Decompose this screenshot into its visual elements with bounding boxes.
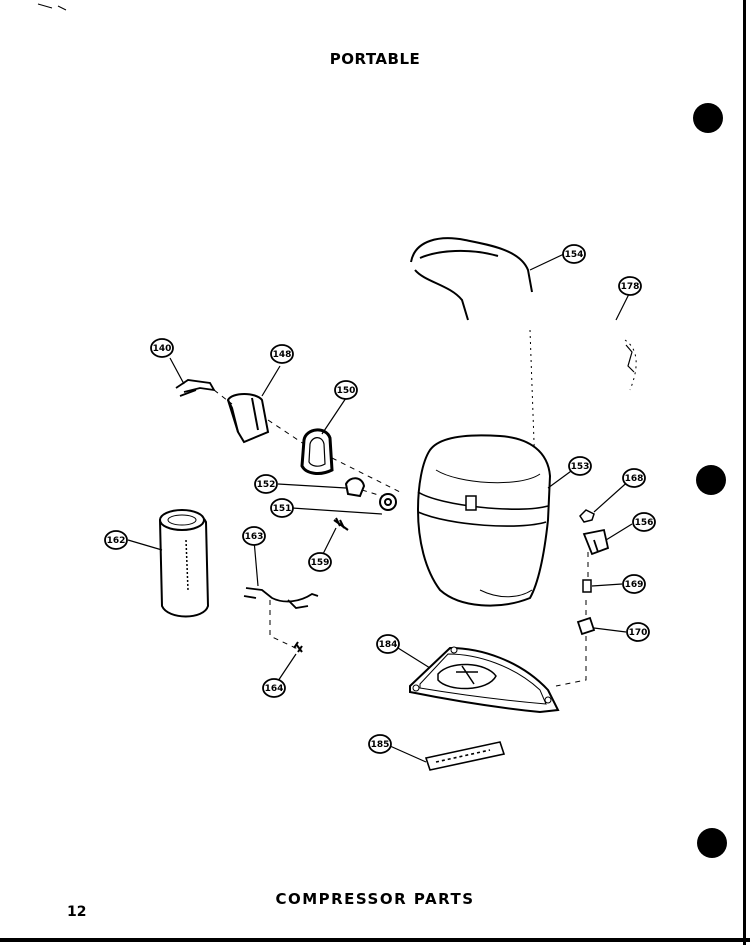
page-border-bottom — [0, 938, 750, 942]
spacer-169 — [582, 579, 592, 593]
svg-text:148: 148 — [273, 350, 292, 360]
svg-text:140: 140 — [153, 344, 172, 354]
callout-154: 154 — [562, 244, 586, 264]
callout-168: 168 — [622, 468, 646, 488]
callout-163: 163 — [242, 526, 266, 546]
binder-hole-bottom — [697, 828, 727, 858]
binder-hole-top — [693, 103, 723, 133]
svg-text:170: 170 — [629, 628, 648, 638]
svg-text:164: 164 — [265, 684, 284, 694]
svg-text:154: 154 — [565, 250, 584, 260]
svg-text:184: 184 — [379, 640, 398, 650]
capacitor-bracket-163 — [243, 587, 319, 609]
callout-164: 164 — [262, 678, 286, 698]
callout-170: 170 — [626, 622, 650, 642]
svg-text:159: 159 — [311, 558, 330, 568]
terminal-cover-148 — [226, 393, 270, 444]
svg-text:168: 168 — [625, 474, 644, 484]
callout-169: 169 — [622, 574, 646, 594]
page-title: PORTABLE — [329, 50, 421, 68]
grommet-168 — [579, 509, 595, 523]
callout-150: 150 — [334, 380, 358, 400]
page-border-right — [743, 0, 746, 945]
svg-text:163: 163 — [245, 532, 264, 542]
tube-part-154 — [410, 237, 533, 321]
mount-bracket-156 — [582, 528, 610, 556]
callout-185: 185 — [368, 734, 392, 754]
svg-text:153: 153 — [571, 462, 590, 472]
callout-159: 159 — [308, 552, 332, 572]
diagram-caption: COMPRESSOR PARTS — [275, 890, 475, 908]
callout-153: 153 — [568, 456, 592, 476]
callout-leaders — [127, 253, 633, 763]
label-strip-185 — [424, 741, 506, 771]
callout-156: 156 — [632, 512, 656, 532]
svg-text:185: 185 — [371, 740, 390, 750]
svg-text:178: 178 — [621, 282, 640, 292]
compressor-153 — [416, 434, 552, 607]
overload-part-152 — [344, 477, 366, 498]
callout-152: 152 — [254, 474, 278, 494]
svg-text:169: 169 — [625, 580, 644, 590]
gasket-150 — [300, 428, 334, 475]
svg-text:151: 151 — [273, 504, 292, 514]
grommet-170 — [576, 616, 596, 636]
callout-140: 140 — [150, 338, 174, 358]
svg-text:156: 156 — [635, 518, 654, 528]
callout-184: 184 — [376, 634, 400, 654]
screw-164 — [293, 641, 303, 653]
base-plate-184 — [409, 646, 560, 714]
svg-text:162: 162 — [107, 536, 126, 546]
page-number: 12 — [67, 904, 87, 920]
svg-text:152: 152 — [257, 480, 276, 490]
svg-text:150: 150 — [337, 386, 356, 396]
relay-part-151 — [379, 493, 397, 511]
callout-148: 148 — [270, 344, 294, 364]
screw-159 — [333, 517, 349, 531]
assembly-leader-lines — [213, 389, 589, 687]
housing-outline-178 — [529, 329, 637, 471]
callout-162: 162 — [104, 530, 128, 550]
callout-151: 151 — [270, 498, 294, 518]
callout-178: 178 — [618, 276, 642, 296]
capacitor-162 — [158, 509, 210, 618]
clip-part-140 — [175, 379, 216, 397]
binder-hole-middle — [696, 465, 726, 495]
